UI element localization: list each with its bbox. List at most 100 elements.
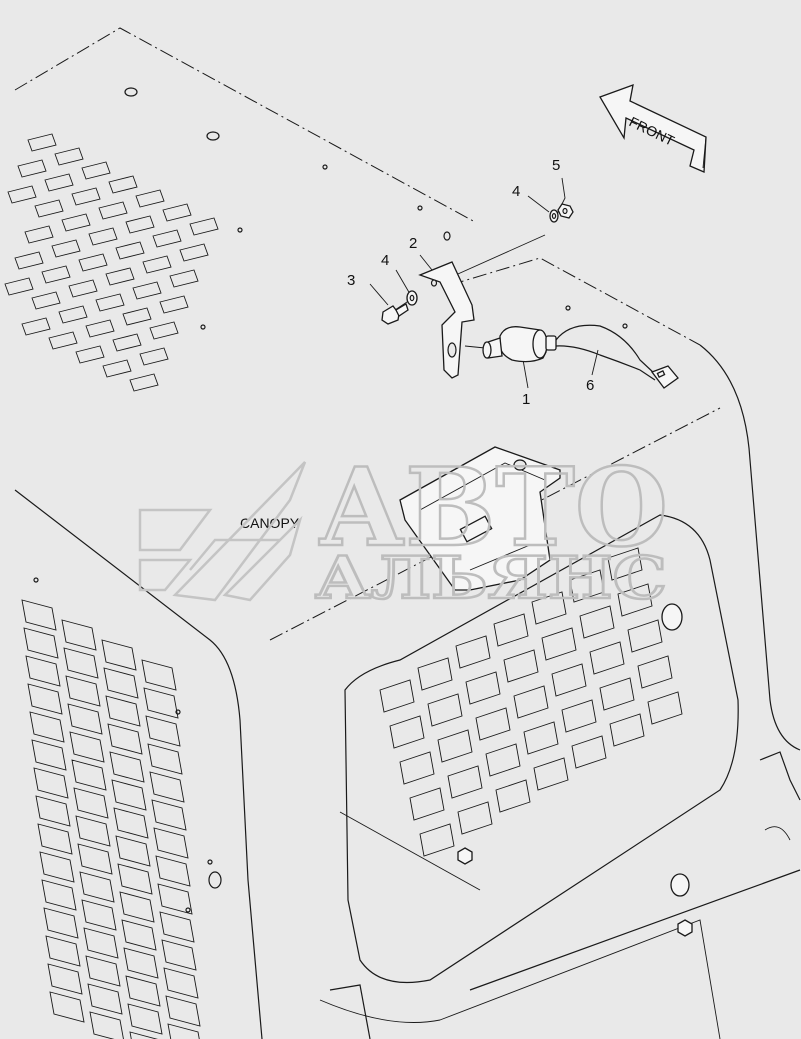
vent-slot	[68, 279, 98, 298]
vent-slot	[27, 683, 63, 715]
vent-slot	[29, 711, 65, 743]
vent-slot	[503, 649, 539, 683]
vent-slot	[561, 699, 597, 733]
vent-slot	[167, 1023, 200, 1039]
vent-slot	[541, 627, 577, 661]
vent-slot	[155, 855, 191, 887]
switch	[482, 326, 557, 363]
vent-slot	[79, 871, 115, 903]
vent-slot	[129, 1031, 158, 1039]
vent-slot	[17, 159, 47, 178]
vent-slot	[475, 707, 511, 741]
vent-slot	[427, 693, 463, 727]
vent-slot	[102, 359, 132, 378]
vent-slot	[21, 599, 57, 631]
vent-slot	[569, 569, 605, 603]
vent-slot	[87, 983, 123, 1015]
callout-2: 2	[409, 235, 417, 252]
vent-slot	[105, 695, 141, 727]
vent-slot	[113, 807, 149, 839]
vent-slot	[109, 751, 145, 783]
vent-slot	[67, 703, 103, 735]
callout-1: 1	[522, 391, 530, 408]
vent-slot	[117, 863, 153, 895]
vent-slot	[169, 269, 199, 288]
vent-slot	[24, 225, 54, 244]
vent-slot	[125, 975, 161, 1007]
vent-slot	[35, 795, 71, 827]
vent-slot	[101, 639, 137, 671]
vent-slot	[163, 967, 199, 999]
rear-window-frame	[208, 514, 801, 1039]
vent-slot	[89, 1011, 124, 1039]
vent-slot	[189, 217, 219, 236]
vent-slot	[85, 319, 115, 338]
vent-slot	[447, 765, 483, 799]
vent-slot	[135, 189, 165, 208]
side-vent-grid	[21, 599, 201, 1039]
vent-slot	[71, 759, 107, 791]
vent-slot	[419, 823, 455, 857]
vent-slot	[485, 743, 521, 777]
vent-slot	[61, 213, 91, 232]
vent-slot	[147, 743, 183, 775]
vent-slot	[457, 801, 493, 835]
vent-slot	[69, 731, 105, 763]
wire-harness	[555, 324, 679, 389]
vent-slot	[98, 201, 128, 220]
vent-slot	[132, 281, 162, 300]
vent-slot	[54, 147, 84, 166]
vent-slot	[157, 883, 193, 915]
vent-slot	[71, 187, 101, 206]
vent-slot	[73, 787, 109, 819]
vent-slot	[589, 641, 625, 675]
vent-slot	[179, 243, 209, 262]
vent-slot	[43, 907, 79, 939]
front-direction-arrow: FRONT	[599, 83, 707, 173]
vent-slot	[125, 215, 155, 234]
vent-slot	[609, 713, 645, 747]
vent-slot	[107, 723, 143, 755]
vent-slot	[617, 583, 653, 617]
watermark: АВТО АЛЬЯНС	[138, 444, 669, 613]
vent-slot	[39, 851, 75, 883]
vent-slot	[111, 779, 147, 811]
washer	[406, 209, 559, 306]
vent-slot	[75, 345, 105, 364]
vent-slot	[21, 317, 51, 336]
vent-slot	[25, 655, 61, 687]
vent-slot	[379, 679, 415, 713]
vent-slot	[14, 251, 44, 270]
vent-slot	[105, 267, 135, 286]
vent-slot	[129, 373, 159, 392]
vent-slot	[88, 227, 118, 246]
vent-slot	[607, 547, 643, 581]
roof-holes	[33, 87, 628, 913]
vent-slot	[637, 655, 673, 689]
vent-slot	[115, 241, 145, 260]
vent-slot	[81, 161, 111, 180]
vent-slot	[159, 911, 195, 943]
vent-slot	[165, 995, 201, 1027]
vent-slot	[159, 295, 189, 314]
vent-slot	[44, 173, 74, 192]
vent-slot	[531, 591, 567, 625]
rear-vent-grid	[379, 547, 683, 857]
callout-5: 5	[552, 157, 560, 174]
vent-slot	[571, 735, 607, 769]
nut	[557, 203, 574, 219]
vent-slot	[63, 647, 99, 679]
vent-slot	[58, 305, 88, 324]
vent-slot	[149, 771, 185, 803]
vent-slot	[34, 199, 64, 218]
vent-slot	[49, 991, 85, 1023]
vent-slot	[75, 815, 111, 847]
vent-slot	[27, 133, 57, 152]
vent-slot	[493, 613, 529, 647]
vent-slot	[161, 939, 197, 971]
vent-slot	[533, 757, 569, 791]
vent-slot	[83, 927, 119, 959]
vent-slot	[47, 963, 83, 995]
vent-slot	[37, 823, 73, 855]
canopy-bracket-mount	[399, 446, 561, 591]
